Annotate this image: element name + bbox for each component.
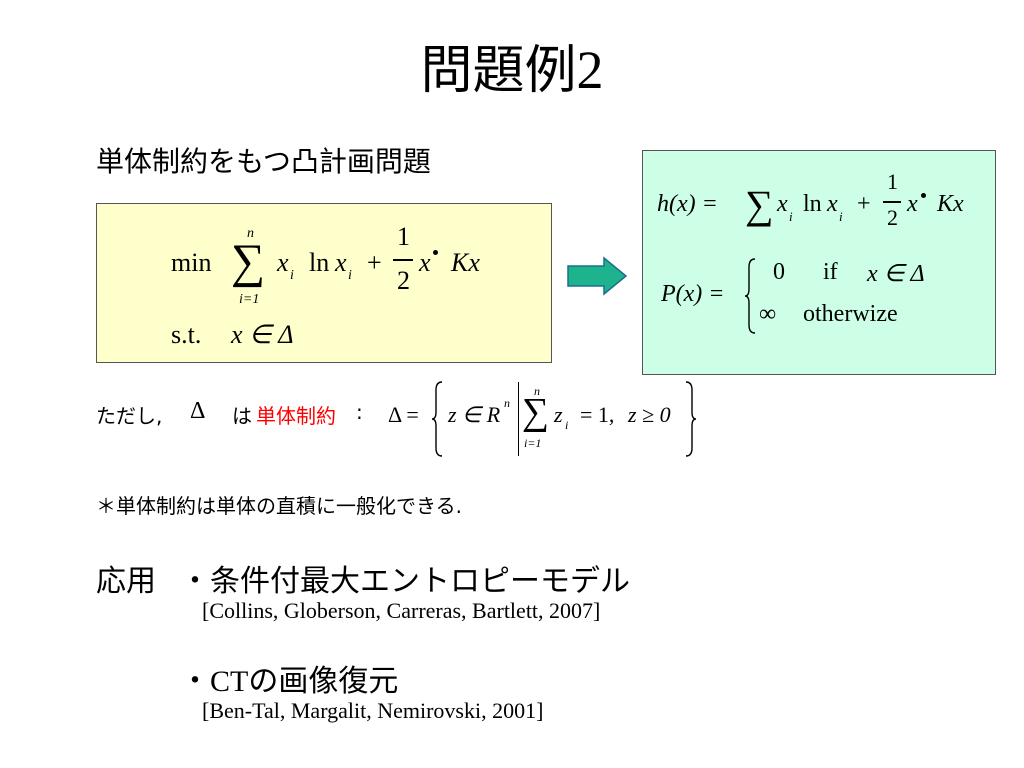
case1-value: 0 <box>773 259 785 285</box>
title-number: 2 <box>576 40 604 100</box>
application-item-1: ・条件付最大エントロピーモデル <box>180 564 630 599</box>
right-arrow-icon <box>567 256 628 296</box>
simplex-sum-symbol: ∑ <box>522 391 550 433</box>
simplex-highlight: 単体制約 <box>256 404 336 428</box>
st-label: s.t. <box>171 320 202 349</box>
page-title: 問題例2 <box>0 28 1024 103</box>
title-text: 問題例 <box>420 41 577 101</box>
sum-upper: n <box>247 226 254 241</box>
problem-box: min n ∑ i=1 x i ln x i + 1 2 x Kx s.t. x… <box>96 203 552 363</box>
item2-ct: CT <box>210 665 249 698</box>
case1-if: if <box>823 259 838 285</box>
sub-i2: i <box>348 268 352 283</box>
simplex-lhs: Δ = <box>388 402 419 427</box>
ln-label: ln <box>309 248 330 277</box>
set-z: z ∈ R <box>448 402 501 427</box>
simplex-formula: Δ = z ∈ R n n ∑ i=1 z i = 1, z ≥ 0 <box>388 378 708 460</box>
item2-bullet: ・ <box>180 664 210 699</box>
h-sub-i1: i <box>789 209 793 224</box>
simplex-delta: Δ <box>190 398 206 424</box>
kx-term: Kx <box>451 248 480 277</box>
h-frac-bar <box>883 201 901 203</box>
h-var-x1: x <box>777 191 788 217</box>
simplex-eq1: = 1, <box>580 402 615 427</box>
h-frac-num: 1 <box>887 169 898 194</box>
var-x1: x <box>277 248 289 277</box>
h-ln: ln <box>803 191 822 217</box>
left-brace-icon <box>431 381 443 457</box>
case2-text: otherwize <box>803 301 898 327</box>
h-transpose-dot <box>921 193 926 198</box>
h-frac-den: 2 <box>887 205 898 230</box>
h-plus: + <box>857 191 871 217</box>
simplex-z: z <box>554 402 563 427</box>
var-x3: x <box>419 248 431 277</box>
simplex-prefix: ただし, <box>96 404 163 428</box>
section-subtitle: 単体制約をもつ凸計画問題 <box>96 145 431 178</box>
citation-1: [Collins, Globerson, Carreras, Bartlett,… <box>202 598 601 623</box>
simplex-cond: z ≥ 0 <box>628 402 671 427</box>
h-kx: Kx <box>937 191 964 217</box>
simplex-sub-i: i <box>565 418 569 432</box>
simplex-sum-upper: n <box>534 384 540 398</box>
sub-i1: i <box>290 268 294 283</box>
sum-symbol: ∑ <box>231 235 266 288</box>
simplex-wa: は <box>232 404 252 428</box>
generalization-note: ＊単体制約は単体の直積に一般化できる. <box>96 494 462 518</box>
p-lhs: P(x) = <box>661 281 725 307</box>
simplex-sum-lower: i=1 <box>524 436 542 450</box>
applications-label: 応用 <box>96 564 156 599</box>
h-sum-symbol: ∑ <box>745 182 774 227</box>
definitions-box: h(x) = ∑ x i ln x i + 1 2 x Kx P(x) = 0 … <box>642 150 996 375</box>
set-divider <box>518 382 520 456</box>
set-n: n <box>504 396 510 410</box>
h-lhs: h(x) = <box>657 191 718 217</box>
frac-den: 2 <box>397 266 410 295</box>
application-item-2: ・CTの画像復元 <box>180 656 398 700</box>
h-sub-i2: i <box>839 209 843 224</box>
sum-lower: i=1 <box>239 292 260 307</box>
frac-num: 1 <box>397 222 410 251</box>
h-var-x3: x <box>907 191 918 217</box>
transpose-dot <box>433 250 438 255</box>
var-x2: x <box>335 248 347 277</box>
constraint: x ∈ Δ <box>231 320 294 349</box>
case2-value: ∞ <box>759 301 777 327</box>
frac-bar <box>393 259 413 261</box>
min-label: min <box>171 248 212 277</box>
plus-sign: + <box>367 248 382 277</box>
p-brace-icon <box>744 258 756 334</box>
simplex-colon: : <box>356 400 363 424</box>
citation-2: [Ben-Tal, Margalit, Nemirovski, 2001] <box>202 698 544 723</box>
case1-cond: x ∈ Δ <box>867 261 925 287</box>
right-brace-icon <box>685 381 697 457</box>
h-var-x2: x <box>827 191 838 217</box>
item2-rest: の画像復元 <box>248 664 399 699</box>
